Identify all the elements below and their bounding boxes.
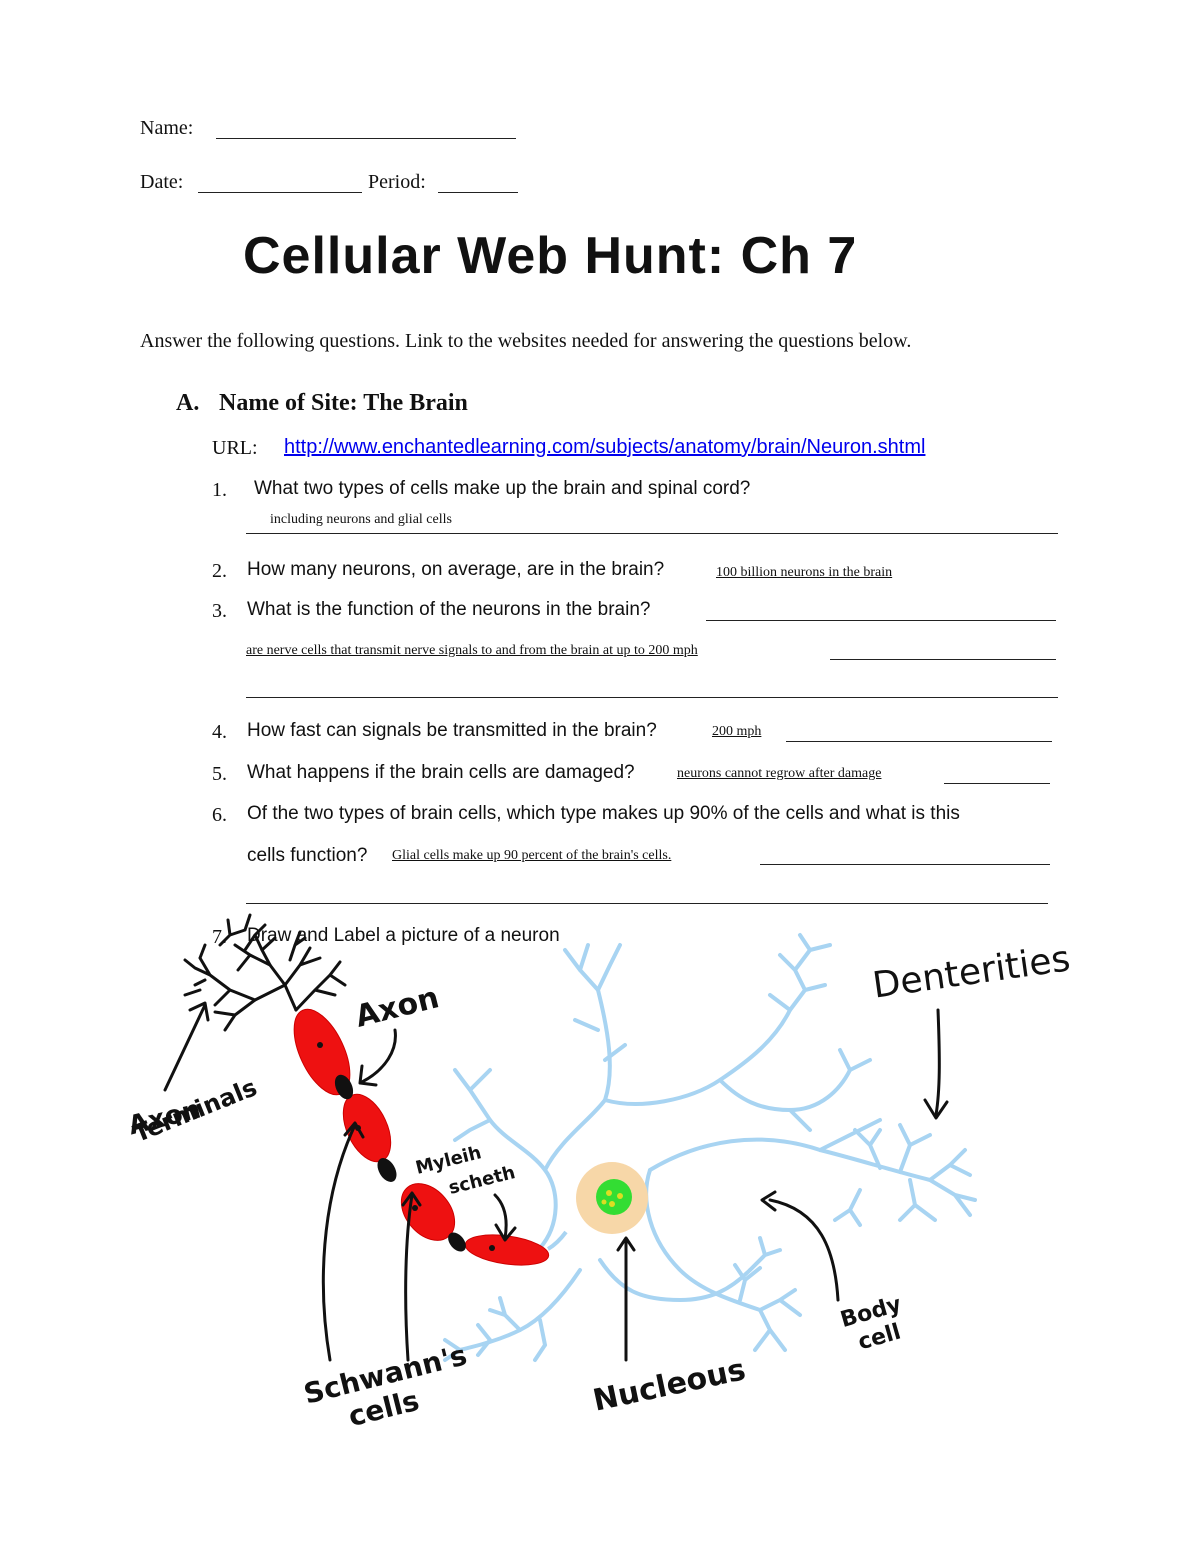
question-number: 4. xyxy=(212,721,227,743)
period-field[interactable]: Period: xyxy=(368,171,426,194)
section-title: Name of Site: The Brain xyxy=(219,390,468,416)
question-text-continued: cells function? xyxy=(247,845,368,866)
answer-line xyxy=(786,741,1052,742)
nodes-of-ranvier xyxy=(317,1042,495,1252)
answer-line xyxy=(830,659,1056,660)
section-letter: A. xyxy=(176,390,200,416)
answer-text: 100 billion neurons in the brain xyxy=(716,565,893,580)
period-line xyxy=(438,192,518,193)
nucleus-shape xyxy=(596,1179,632,1215)
question-number: 3. xyxy=(212,600,227,622)
dendrites xyxy=(443,933,977,1362)
question-text: How many neurons, on average, are in the… xyxy=(247,559,665,580)
answer-line xyxy=(944,783,1050,784)
name-field[interactable]: Name: xyxy=(140,117,193,140)
question-number: 5. xyxy=(212,763,227,785)
question-text: What happens if the brain cells are dama… xyxy=(247,762,635,783)
date-line xyxy=(198,192,362,193)
answer-text: 200 mph xyxy=(712,724,762,739)
answer-text: neurons cannot regrow after damage xyxy=(677,766,882,781)
question-text: Of the two types of brain cells, which t… xyxy=(247,803,960,824)
instructions: Answer the following questions. Link to … xyxy=(140,330,912,352)
question-number: 1. xyxy=(212,479,227,501)
date-field[interactable]: Date: xyxy=(140,171,183,194)
question-number: 2. xyxy=(212,560,227,582)
answer-line xyxy=(706,620,1056,621)
site-url-link[interactable]: http://www.enchantedlearning.com/subject… xyxy=(284,436,926,458)
date-label: Date: xyxy=(140,171,184,193)
question-text: Draw and Label a picture of a neuron xyxy=(247,925,560,946)
name-label: Name: xyxy=(140,117,194,139)
question-text: What is the function of the neurons in t… xyxy=(247,599,651,620)
axon-terminals xyxy=(183,913,347,1032)
period-label: Period: xyxy=(368,171,426,193)
question-text: How fast can signals be transmitted in t… xyxy=(247,720,657,741)
name-line xyxy=(216,138,516,139)
answer-line xyxy=(246,533,1058,534)
myelin-sheath xyxy=(293,1008,550,1266)
answer-line xyxy=(246,697,1058,698)
page-title: Cellular Web Hunt: Ch 7 xyxy=(243,227,858,285)
question-text: What two types of cells make up the brai… xyxy=(254,478,751,499)
answer-text: Glial cells make up 90 percent of the br… xyxy=(392,848,672,863)
answer-text: including neurons and glial cells xyxy=(270,512,452,527)
cell-body xyxy=(576,1162,648,1234)
answer-line xyxy=(246,903,1048,904)
label-arrows xyxy=(163,1001,949,1362)
answer-text: are nerve cells that transmit nerve sign… xyxy=(246,643,698,658)
answer-line xyxy=(760,864,1050,865)
url-label: URL: xyxy=(212,437,258,459)
question-number: 6. xyxy=(212,804,227,826)
